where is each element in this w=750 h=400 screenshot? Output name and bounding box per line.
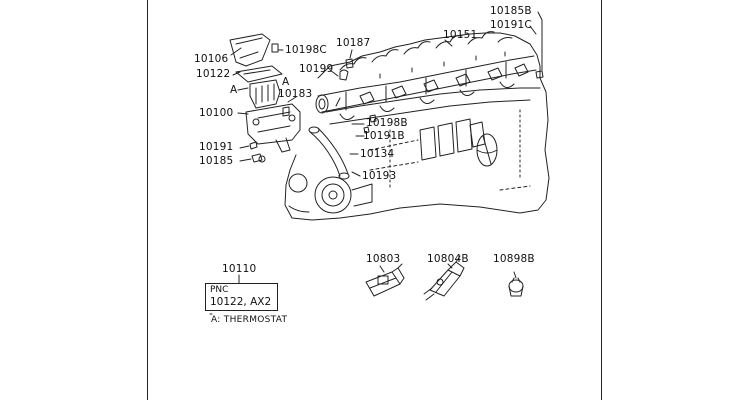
small-fittings	[240, 142, 265, 162]
bypass-hose	[309, 127, 358, 179]
water-manifold	[316, 56, 536, 120]
part-label-10191b: 10191B	[363, 130, 405, 142]
part-label-10199: 10199	[299, 63, 334, 75]
pnc-header: PNC	[210, 285, 229, 295]
part-label-10198b: 10198B	[366, 117, 408, 129]
part-label-10185b: 10185B	[490, 5, 532, 17]
frame-left-border	[147, 0, 148, 400]
pnc-value: 10122, AX2	[210, 296, 272, 308]
part-label-10193: 10193	[362, 170, 397, 182]
part-label-10122: 10122	[196, 68, 231, 80]
part-label-10804b: 10804B	[427, 253, 469, 265]
sensor-10803	[366, 264, 404, 296]
part-label-10106: 10106	[194, 53, 229, 65]
marker-a-left: A	[230, 84, 238, 96]
part-label-10151: 10151	[443, 29, 478, 41]
thermostat-note: A: THERMOSTAT	[211, 315, 288, 325]
part-label-10100: 10100	[199, 107, 234, 119]
part-label-10803: 10803	[366, 253, 401, 265]
thermostat-housing	[230, 34, 300, 152]
marker-a-right: A	[282, 76, 290, 88]
part-label-10187: 10187	[336, 37, 371, 49]
plug-10898b	[509, 272, 523, 296]
pnc-box: PNC 10122, AX2	[205, 283, 278, 311]
sensor-10804b	[424, 256, 464, 300]
part-label-10198c: 10198C	[285, 44, 327, 56]
part-label-10183: 10183	[278, 88, 313, 100]
part-label-10185: 10185	[199, 155, 234, 167]
part-label-10134: 10134	[360, 148, 395, 160]
part-label-10898b: 10898B	[493, 253, 535, 265]
part-label-10191: 10191	[199, 141, 234, 153]
part-label-10191c: 10191C	[490, 19, 532, 31]
part-label-10110: 10110	[222, 263, 257, 275]
frame-right-border	[601, 0, 602, 400]
engine-block	[285, 32, 549, 220]
small-connectors	[330, 12, 543, 176]
